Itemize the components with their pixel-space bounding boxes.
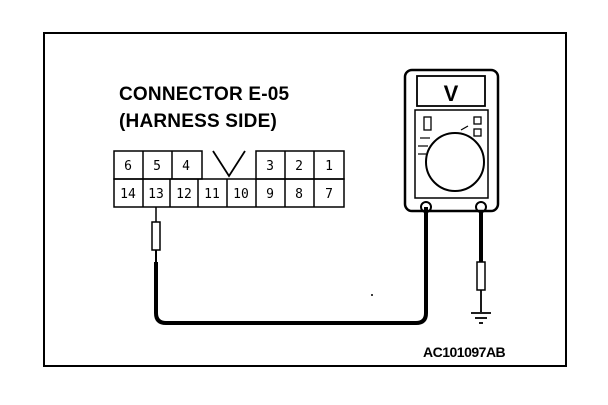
voltmeter-positive-jack-icon bbox=[420, 201, 432, 213]
pin-label: 13 bbox=[148, 187, 164, 202]
voltmeter-display bbox=[416, 75, 486, 107]
pin-label: 10 bbox=[233, 187, 249, 202]
voltmeter-button-icon bbox=[473, 116, 482, 125]
pin-label: 1 bbox=[325, 159, 333, 174]
connector-subtitle: (HARNESS SIDE) bbox=[119, 111, 277, 132]
pin-label: 7 bbox=[325, 187, 333, 202]
pin-label: 3 bbox=[266, 159, 274, 174]
stray-dot bbox=[371, 294, 373, 296]
pin-label: 8 bbox=[295, 187, 303, 202]
ground-icon bbox=[471, 312, 491, 324]
test-probe bbox=[151, 207, 161, 262]
voltmeter-body bbox=[403, 68, 500, 213]
pin-label: 12 bbox=[176, 187, 192, 202]
figure-frame bbox=[43, 32, 567, 367]
connector-key-notch-icon bbox=[212, 150, 246, 178]
voltmeter-mode-label: V bbox=[444, 81, 459, 106]
test-lead-ground bbox=[476, 212, 486, 312]
pin-label: 9 bbox=[266, 187, 274, 202]
connector-bottom-row bbox=[113, 178, 345, 208]
connector-title: CONNECTOR E-05 bbox=[119, 84, 290, 105]
pin-label: 14 bbox=[120, 187, 136, 202]
connector-top-row bbox=[113, 150, 345, 180]
voltmeter bbox=[403, 68, 500, 213]
voltmeter-switch-icon bbox=[423, 116, 432, 131]
pin-label: 11 bbox=[204, 187, 220, 202]
pin-label: 5 bbox=[153, 159, 161, 174]
pin-label: 4 bbox=[182, 159, 190, 174]
figure-code: AC101097AB bbox=[423, 344, 506, 360]
voltmeter-panel bbox=[414, 109, 489, 199]
test-lead-positive bbox=[154, 207, 428, 325]
voltmeter-selector-dial-icon bbox=[425, 132, 485, 192]
pin-label: 2 bbox=[295, 159, 303, 174]
voltmeter-button-icon bbox=[473, 128, 482, 137]
pin-label: 6 bbox=[124, 159, 132, 174]
connector-bottom-block bbox=[113, 178, 345, 208]
